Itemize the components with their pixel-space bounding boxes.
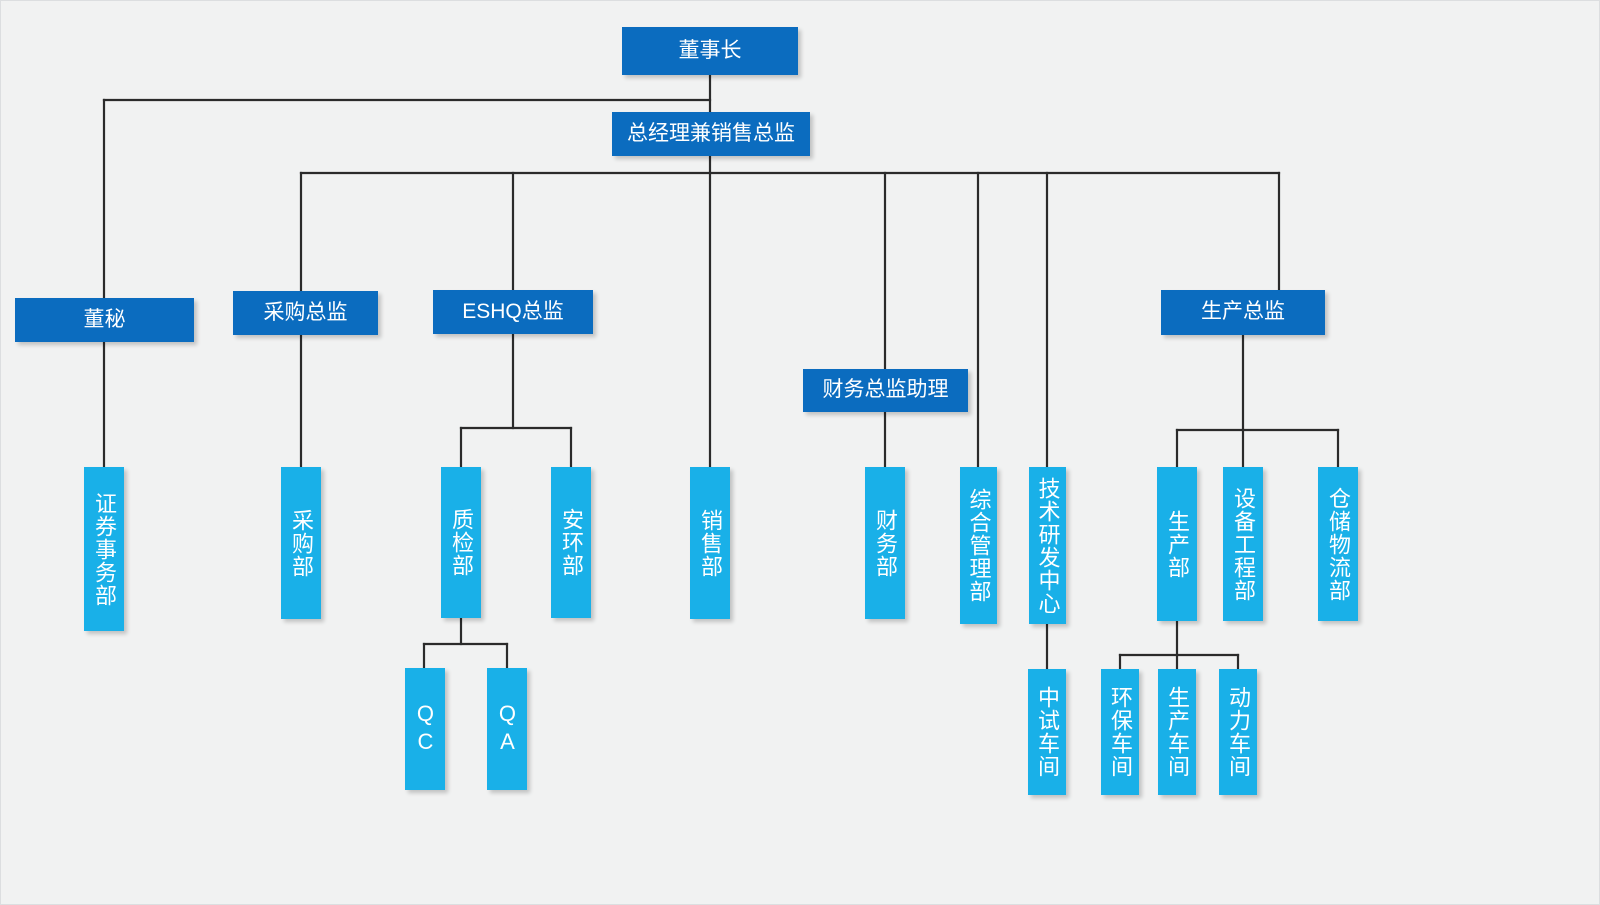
- node-power-workshop[interactable]: 动力车间: [1219, 669, 1257, 795]
- node-label-chairman: 董事长: [678, 38, 742, 62]
- node-label-safety-environment-dept: 安环部: [558, 508, 584, 577]
- node-eshq-director[interactable]: ESHQ总监: [433, 290, 593, 334]
- node-label-production-workshop: 生产车间: [1164, 686, 1190, 778]
- node-chairman[interactable]: 董事长: [622, 27, 798, 75]
- node-label-board-secretary: 董秘: [83, 307, 126, 331]
- node-label-sales-dept: 销售部: [697, 508, 723, 578]
- node-securities-affairs-dept[interactable]: 证券事务部: [84, 467, 124, 631]
- node-board-secretary[interactable]: 董秘: [15, 298, 194, 342]
- node-label-production-director: 生产总监: [1201, 300, 1285, 324]
- node-label-general-admin-dept: 综合管理部: [966, 488, 992, 603]
- node-label-pilot-workshop: 中试车间: [1034, 686, 1060, 778]
- node-environmental-workshop[interactable]: 环保车间: [1101, 669, 1139, 795]
- node-label-finance-director-assistant: 财务总监助理: [822, 378, 949, 402]
- node-rnd-center[interactable]: 技术研发中心: [1029, 467, 1066, 624]
- node-sales-dept[interactable]: 销售部: [690, 467, 730, 619]
- node-label-warehouse-logistics-dept: 仓储物流部: [1325, 486, 1351, 602]
- node-label-finance-dept: 财务部: [872, 508, 898, 578]
- node-label-environmental-workshop: 环保车间: [1107, 686, 1133, 778]
- node-production-workshop[interactable]: 生产车间: [1158, 669, 1196, 795]
- node-production-dept[interactable]: 生产部: [1157, 467, 1197, 621]
- node-label-production-dept: 生产部: [1164, 509, 1190, 579]
- node-purchasing-dept[interactable]: 采购部: [281, 467, 321, 619]
- node-qc[interactable]: QC: [405, 668, 445, 790]
- node-general-admin-dept[interactable]: 综合管理部: [960, 467, 997, 624]
- node-label-securities-affairs-dept: 证券事务部: [91, 491, 117, 607]
- node-purchasing-director[interactable]: 采购总监: [233, 291, 378, 335]
- node-qa[interactable]: QA: [487, 668, 527, 790]
- node-label-power-workshop: 动力车间: [1225, 686, 1251, 778]
- node-label-quality-inspection-dept: 质检部: [448, 508, 474, 577]
- node-equipment-engineering-dept[interactable]: 设备工程部: [1223, 467, 1263, 621]
- node-pilot-workshop[interactable]: 中试车间: [1028, 669, 1066, 795]
- node-quality-inspection-dept[interactable]: 质检部: [441, 467, 481, 618]
- node-general-manager[interactable]: 总经理兼销售总监: [612, 112, 810, 156]
- node-label-general-manager: 总经理兼销售总监: [627, 121, 795, 145]
- node-finance-dept[interactable]: 财务部: [865, 467, 905, 619]
- node-label-rnd-center: 技术研发中心: [1035, 476, 1061, 615]
- node-label-qa: QA: [494, 701, 520, 757]
- node-label-eshq-director: ESHQ总监: [462, 299, 564, 323]
- node-production-director[interactable]: 生产总监: [1161, 290, 1325, 335]
- node-safety-environment-dept[interactable]: 安环部: [551, 467, 591, 618]
- node-label-purchasing-director: 采购总监: [263, 300, 348, 324]
- node-finance-director-assistant[interactable]: 财务总监助理: [803, 369, 968, 412]
- node-label-equipment-engineering-dept: 设备工程部: [1230, 486, 1256, 602]
- node-label-purchasing-dept: 采购部: [288, 508, 314, 578]
- node-warehouse-logistics-dept[interactable]: 仓储物流部: [1318, 467, 1358, 621]
- node-label-qc: QC: [412, 701, 438, 757]
